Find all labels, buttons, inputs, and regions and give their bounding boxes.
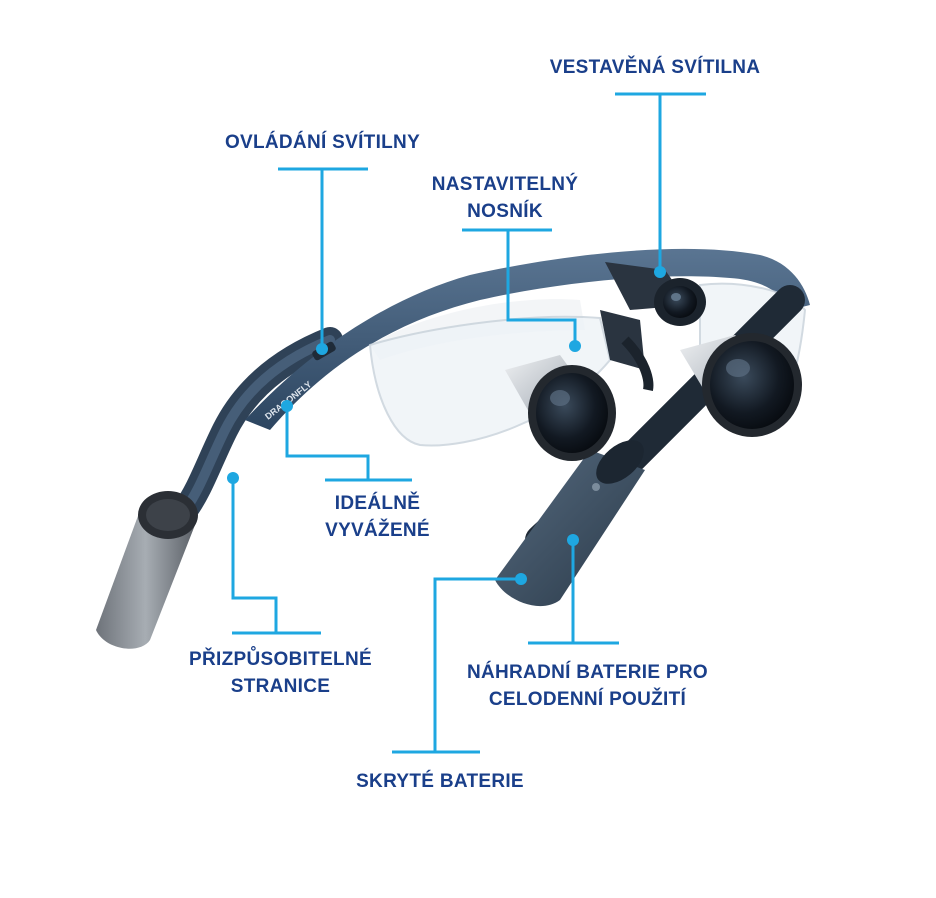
callout-ovladani-svitilny: OVLÁDÁNÍ SVÍTILNY [195, 129, 450, 156]
left-loupe [505, 355, 616, 461]
dot-prizpusobitelne-stranice [227, 472, 239, 484]
callout-text: VYVÁŽENÉ [325, 520, 430, 541]
dot-vestavena-svitilna [654, 266, 666, 278]
callout-text: NÁHRADNÍ BATERIE PRO [466, 662, 709, 683]
callout-nahradni-baterie: NÁHRADNÍ BATERIE PRO CELODENNÍ POUŽITÍ [435, 659, 740, 713]
callout-text: SKRYTÉ BATERIE [356, 771, 524, 792]
callout-text: VESTAVĚNÁ SVÍTILNA [549, 57, 761, 78]
dot-idealne-vyvazene [281, 400, 293, 412]
callout-text: NOSNÍK [467, 201, 543, 222]
leader-dots [227, 266, 666, 585]
callout-text: NASTAVITELNÝ [431, 174, 579, 195]
callout-text: IDEÁLNĚ [334, 493, 421, 514]
left-temple [172, 327, 343, 523]
adjustable-bridge [600, 310, 654, 391]
callout-skryte-baterie: SKRYTÉ BATERIE [320, 768, 560, 795]
leader-skryte-baterie [433, 577, 521, 752]
left-temple-tip [96, 491, 198, 649]
dot-nahradni-baterie [567, 534, 579, 546]
callout-text: OVLÁDÁNÍ SVÍTILNY [224, 132, 421, 153]
headlight [605, 262, 706, 326]
dot-ovladani-svitilny [316, 343, 328, 355]
callout-prizpusobitelne-stranice: PŘIZPŮSOBITELNÉ STRANICE [158, 646, 403, 700]
callout-text: PŘIZPŮSOBITELNÉ [189, 649, 372, 670]
leader-lines [231, 92, 706, 754]
callout-vestavena-svitilna: VESTAVĚNÁ SVÍTILNA [520, 54, 790, 81]
dot-nastavitelny-nosnik [569, 340, 581, 352]
leader-idealne-vyvazene [285, 408, 370, 480]
battery-pack [495, 440, 645, 607]
callout-nastavitelny-nosnik: NASTAVITELNÝ NOSNÍK [395, 171, 615, 225]
leader-nastavitelny-nosnik-drop [506, 230, 577, 344]
callout-text: STRANICE [230, 676, 331, 697]
right-loupe [680, 333, 802, 437]
callout-idealne-vyvazene: IDEÁLNĚ VYVÁŽENÉ [290, 490, 465, 544]
leader-prizpusobitelne-stranice [231, 478, 278, 633]
dot-skryte-baterie [515, 573, 527, 585]
callout-text: CELODENNÍ POUŽITÍ [488, 689, 687, 710]
